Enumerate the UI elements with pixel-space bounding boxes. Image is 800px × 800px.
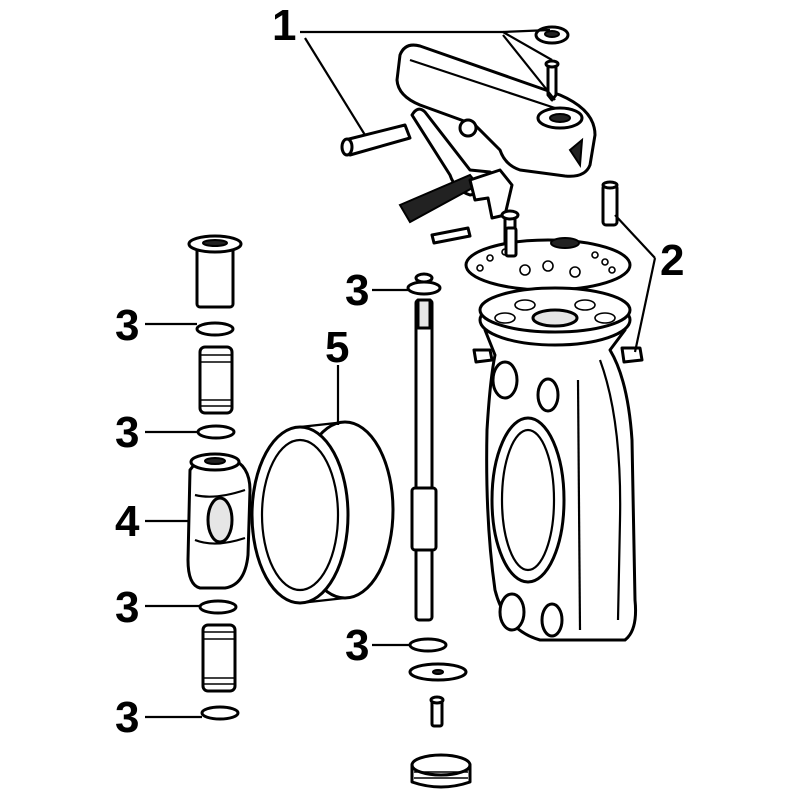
callout-3-left-3: 3 <box>115 583 139 632</box>
callout-3-left-4: 3 <box>115 693 139 742</box>
callout-5: 5 <box>325 323 349 372</box>
bushings-column <box>187 234 243 721</box>
valve-body <box>478 286 637 642</box>
callout-4: 4 <box>115 497 140 546</box>
valve-disc <box>186 452 252 590</box>
callout-3-stem-top: 3 <box>345 266 369 315</box>
callout-3-left-1: 3 <box>115 301 139 350</box>
callout-3-stem-bottom: 3 <box>345 621 369 670</box>
callout-3-left-2: 3 <box>115 408 139 457</box>
valve-stem <box>406 272 472 789</box>
notch-plate-assembly <box>464 180 644 364</box>
callout-2: 2 <box>660 236 684 285</box>
handle-assembly <box>340 25 597 247</box>
seat-liner <box>250 420 395 605</box>
callouts: 1 2 3 3 5 3 4 3 3 3 <box>115 1 684 742</box>
leader-lines <box>145 28 657 719</box>
callout-1: 1 <box>272 1 296 50</box>
